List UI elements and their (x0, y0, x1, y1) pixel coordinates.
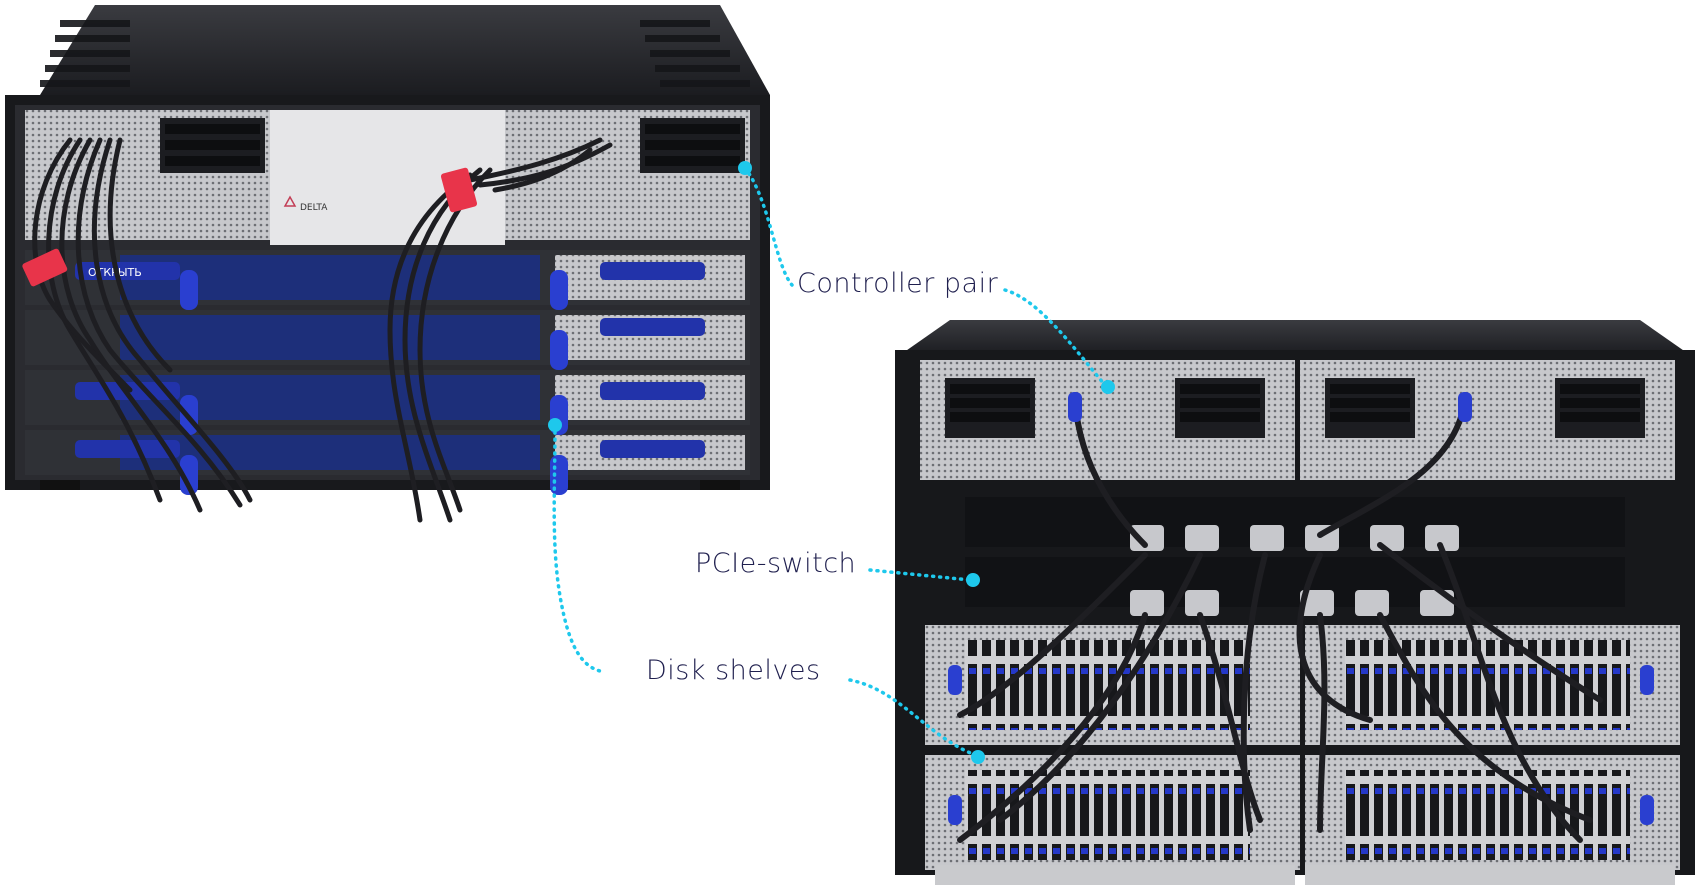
callout-dots (548, 161, 1115, 764)
disk-shelf-dot-right (971, 750, 985, 764)
right-chassis (895, 320, 1695, 885)
latch-labels: ОТКРЫТЬ (75, 262, 705, 458)
controller-pair-label: Controller pair (797, 268, 999, 299)
callout-lines (552, 166, 1107, 757)
disk-shelf-dot-left (548, 418, 562, 432)
logo-text-left: DELTA (300, 203, 328, 213)
controller-dot-right (1101, 380, 1115, 394)
pcie-switch-dot (966, 573, 980, 587)
left-chassis: DELTA ОТКРЫТЬ (5, 5, 770, 523)
controller-dot-left (738, 161, 752, 175)
pcie-switch-label: PCIe-switch (695, 548, 857, 579)
disk-shelves-label: Disk shelves (646, 655, 821, 686)
